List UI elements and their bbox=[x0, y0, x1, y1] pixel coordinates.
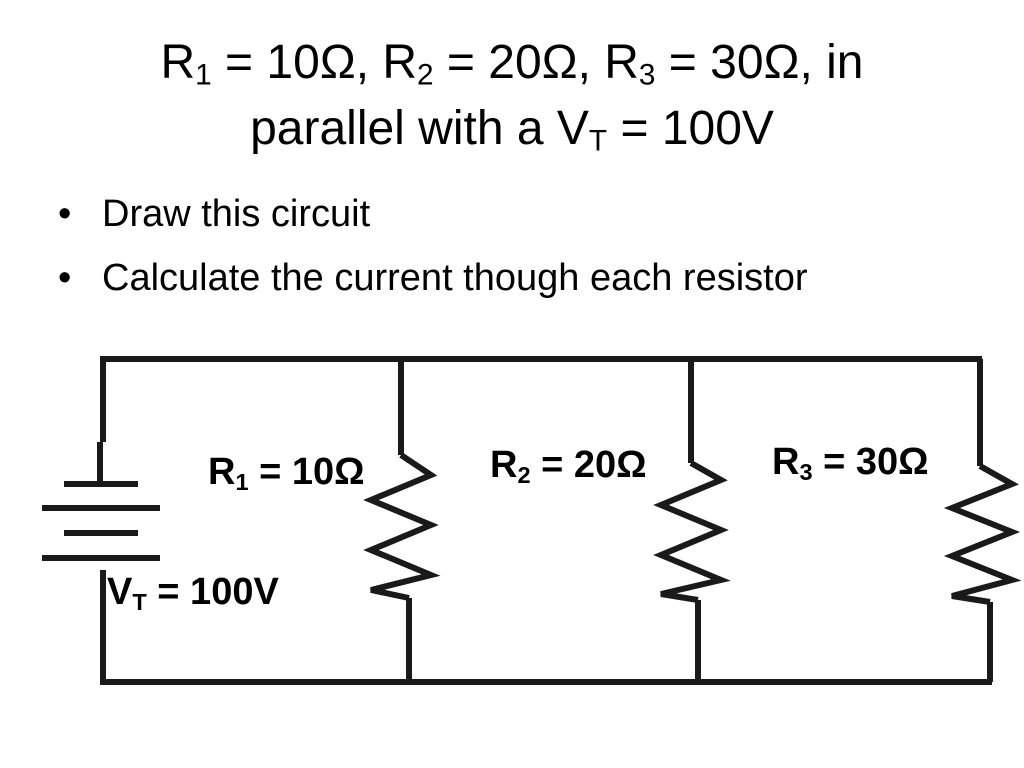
battery-symbol bbox=[42, 442, 160, 561]
title-line-2: parallel with a VT = 100V bbox=[250, 102, 774, 158]
r3-zigzag-icon bbox=[943, 463, 1022, 605]
slide-title: R1 = 10Ω, R2 = 20Ω, R3 = 30Ω, in paralle… bbox=[0, 30, 1024, 162]
circuit-wires bbox=[100, 356, 993, 685]
r2-zigzag-icon bbox=[653, 460, 731, 603]
bullet-text: Draw this circuit bbox=[102, 193, 371, 235]
r3-label: R3 = 30Ω bbox=[772, 441, 929, 485]
r1-zigzag-icon bbox=[363, 452, 441, 601]
bullet-item: • Draw this circuit bbox=[58, 188, 808, 252]
bullet-dot: • bbox=[58, 193, 72, 235]
bullet-dot: • bbox=[58, 257, 72, 299]
bullet-text: Calculate the current though each resist… bbox=[102, 257, 808, 299]
r2-label: R2 = 20Ω bbox=[490, 444, 647, 488]
title-line-1: R1 = 10Ω, R2 = 20Ω, R3 = 30Ω, in bbox=[160, 36, 864, 92]
vt-label: VT = 100V bbox=[107, 571, 279, 615]
bullet-item: • Calculate the current though each resis… bbox=[58, 252, 808, 316]
r1-label: R1 = 10Ω bbox=[208, 451, 365, 495]
bullet-list: • Draw this circuit • Calculate the curren… bbox=[58, 188, 808, 316]
resistor-zigzags bbox=[363, 452, 1022, 605]
